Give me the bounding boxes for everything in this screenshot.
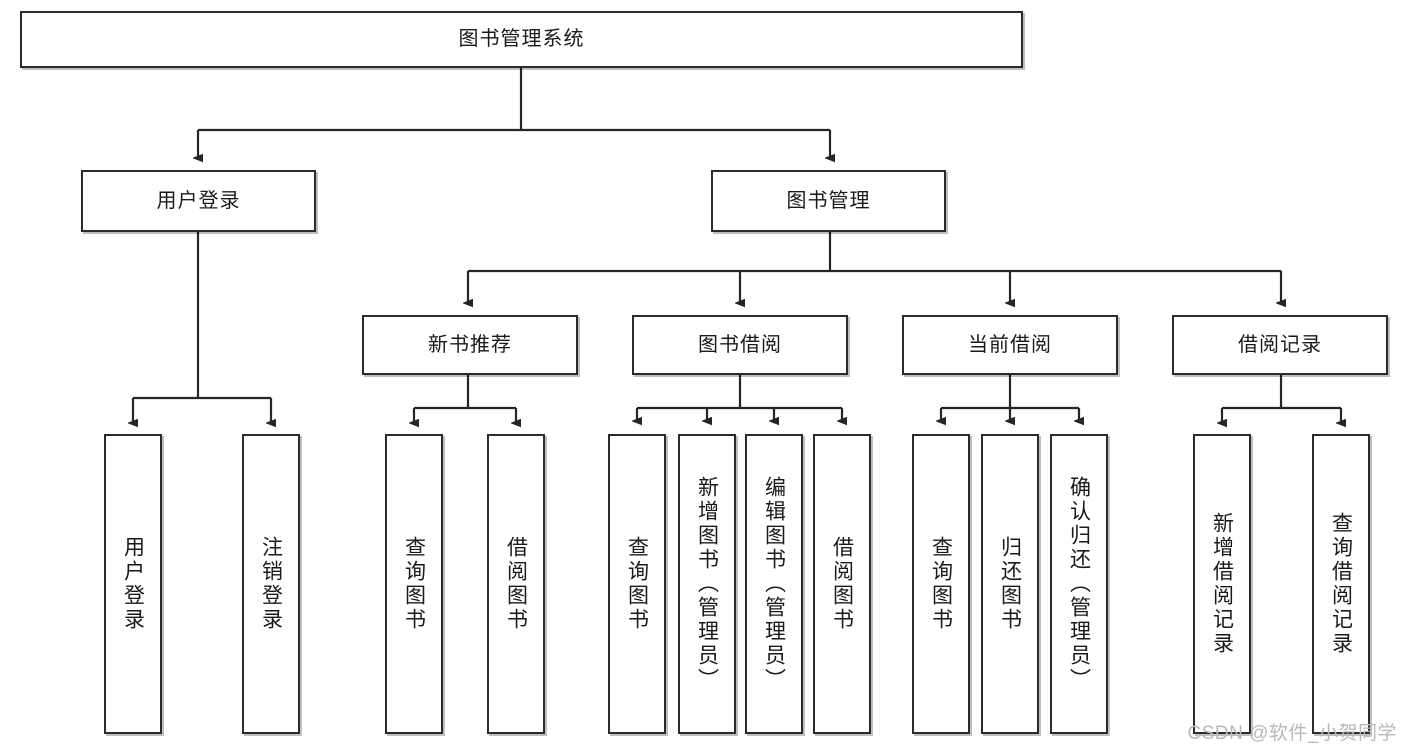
edge-root-to-level1	[198, 68, 830, 158]
leaf-query-book-current[interactable]: 查询图书	[912, 434, 970, 734]
edge-new-book-rec-to-leaves	[414, 375, 516, 423]
leaf-borrow-book[interactable]: 借阅图书	[813, 434, 871, 734]
leaf-label: 确认归还（管理员）	[1067, 476, 1091, 692]
leaf-label: 查询图书	[625, 536, 649, 632]
edge-borrow-record-to-leaves	[1222, 375, 1341, 423]
node-user-login[interactable]: 用户登录	[81, 170, 316, 232]
leaf-user-login[interactable]: 用户登录	[104, 434, 162, 734]
node-label: 图书管理	[786, 189, 871, 212]
leaf-label: 借阅图书	[504, 536, 528, 632]
leaf-label: 查询借阅记录	[1329, 512, 1353, 656]
leaf-query-borrow-record[interactable]: 查询借阅记录	[1312, 434, 1370, 734]
node-label: 图书借阅	[698, 333, 782, 356]
leaf-label: 查询图书	[402, 536, 426, 632]
leaf-label: 查询图书	[929, 536, 953, 632]
edge-book-borrow-to-leaves	[637, 375, 842, 421]
node-label: 图书管理系统	[458, 28, 585, 50]
edge-book-manage-to-level2	[468, 232, 1281, 303]
node-book-borrow[interactable]: 图书借阅	[632, 315, 848, 375]
edge-user-login-to-leaves	[133, 232, 271, 423]
leaf-query-book-borrow[interactable]: 查询图书	[608, 434, 666, 734]
leaf-label: 归还图书	[998, 536, 1022, 632]
leaf-add-borrow-record[interactable]: 新增借阅记录	[1193, 434, 1251, 734]
leaf-add-book-admin[interactable]: 新增图书（管理员）	[678, 434, 736, 734]
node-label: 用户登录	[156, 189, 241, 212]
leaf-edit-book-admin[interactable]: 编辑图书（管理员）	[745, 434, 803, 734]
node-borrow-record[interactable]: 借阅记录	[1172, 315, 1388, 375]
leaf-label: 新增图书（管理员）	[695, 476, 719, 692]
node-label: 新书推荐	[428, 333, 512, 356]
leaf-query-book-recommend[interactable]: 查询图书	[385, 434, 443, 734]
node-label: 当前借阅	[968, 333, 1052, 356]
node-new-book-recommend[interactable]: 新书推荐	[362, 315, 578, 375]
watermark-text: CSDN @软件_小贺同学	[1187, 723, 1397, 744]
edge-current-borrow-to-leaves	[941, 375, 1079, 421]
leaf-label: 编辑图书（管理员）	[762, 476, 786, 692]
node-root-system[interactable]: 图书管理系统	[20, 11, 1023, 68]
leaf-label: 用户登录	[121, 536, 145, 632]
leaf-label: 新增借阅记录	[1210, 512, 1234, 656]
node-current-borrow[interactable]: 当前借阅	[902, 315, 1118, 375]
node-label: 借阅记录	[1238, 333, 1322, 356]
node-book-manage[interactable]: 图书管理	[711, 170, 946, 232]
leaf-return-book[interactable]: 归还图书	[981, 434, 1039, 734]
leaf-label: 注销登录	[259, 536, 283, 632]
leaf-borrow-book-recommend[interactable]: 借阅图书	[487, 434, 545, 734]
leaf-label: 借阅图书	[830, 536, 854, 632]
leaf-confirm-return-admin[interactable]: 确认归还（管理员）	[1050, 434, 1108, 734]
leaf-user-logout[interactable]: 注销登录	[242, 434, 300, 734]
